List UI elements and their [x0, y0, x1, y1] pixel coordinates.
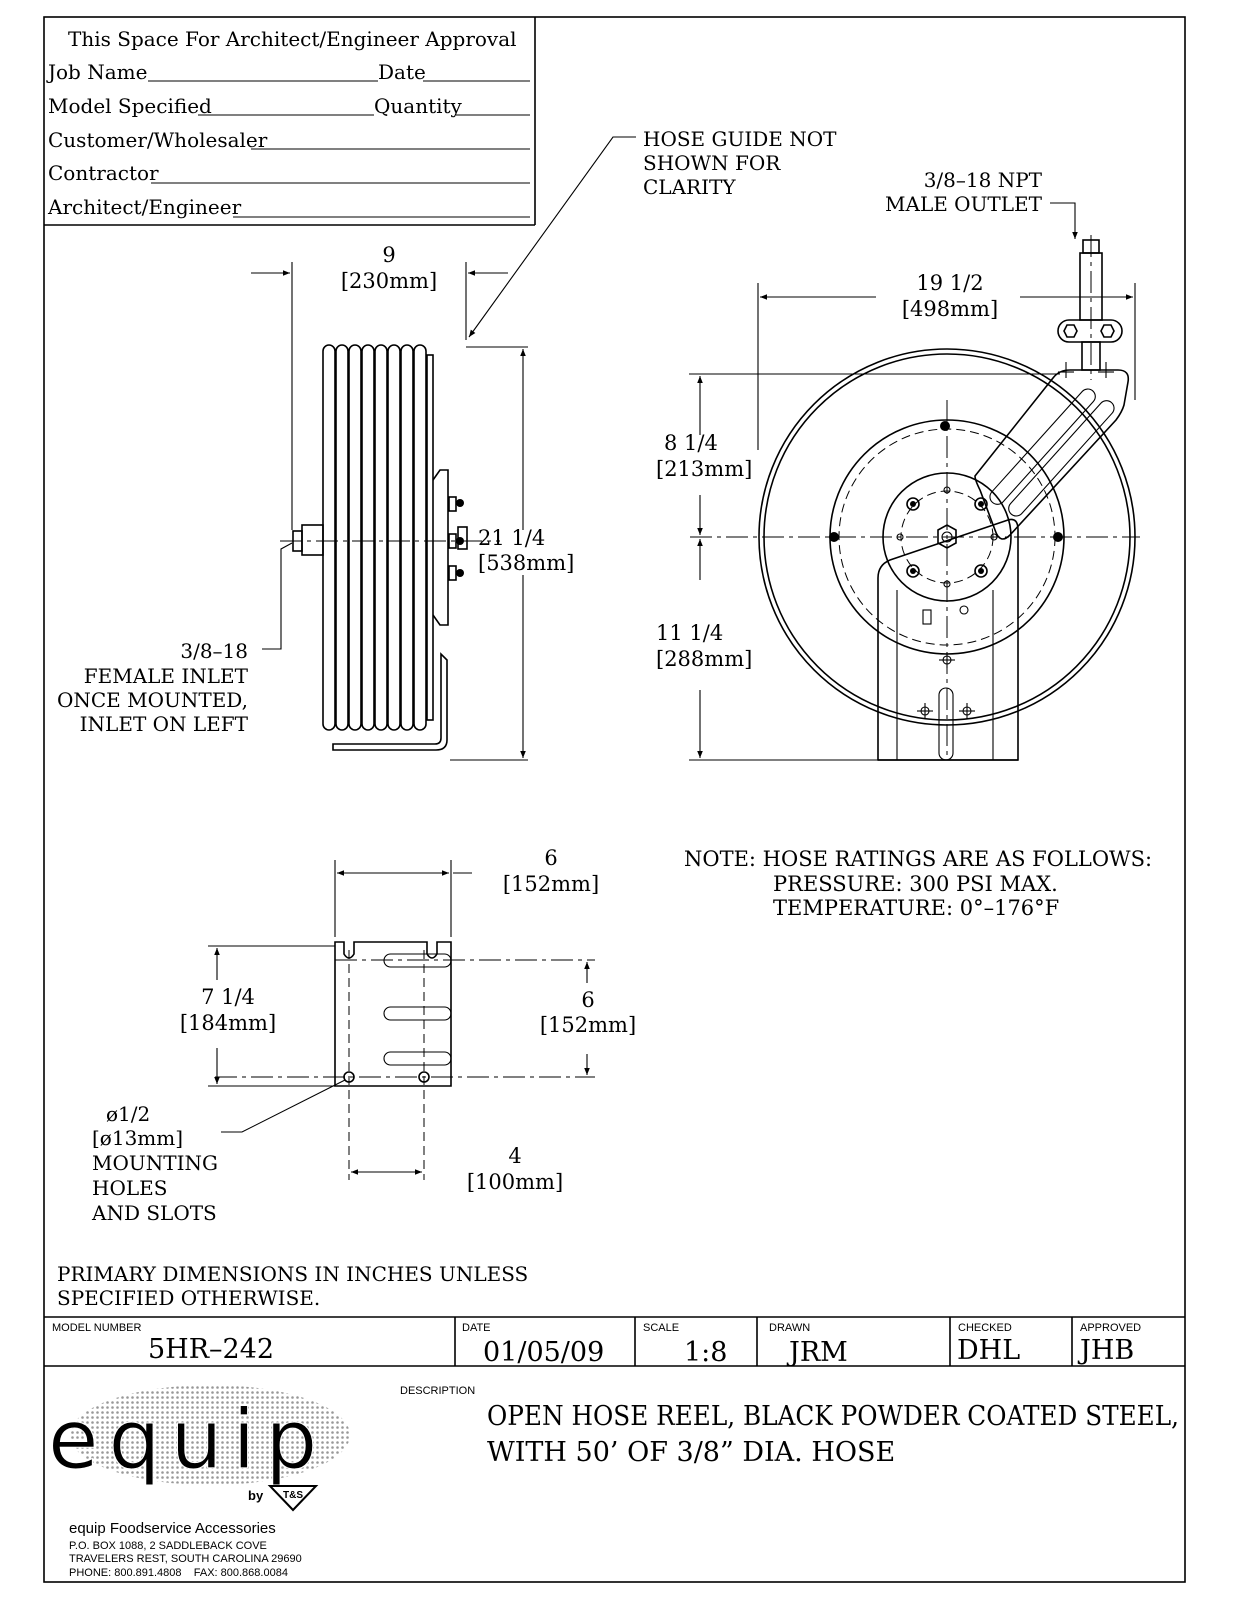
slot-dim-mm: [152mm] [540, 1013, 636, 1037]
drawn-value: JRM [786, 1337, 848, 1368]
outlet-note-line2: MALE OUTLET [885, 192, 1043, 216]
front-view: 3/8–18 NPT MALE OUTLET 19 1/2 [498mm] [656, 168, 1140, 761]
date-label: Date [378, 60, 426, 84]
side-width-dim: 9 [382, 243, 395, 267]
bracket-height-dim: 7 1/4 [201, 985, 255, 1009]
upper-dim-mm: [213mm] [656, 457, 752, 481]
upper-dim: 8 1/4 [664, 431, 718, 455]
checked-label: CHECKED [958, 1322, 1012, 1334]
logo-wordmark: equip [48, 1393, 327, 1488]
logo-by: by [248, 1488, 264, 1503]
model-specified-label: Model Specified [48, 94, 212, 118]
ratings-note-line2: PRESSURE: 300 PSI MAX. [773, 872, 1058, 896]
hole-spacing-dim-mm: [100mm] [467, 1170, 563, 1194]
holes-note-line3: MOUNTING [92, 1151, 218, 1175]
hole-spacing-dim: 4 [508, 1144, 521, 1168]
ts-logo-icon [267, 1485, 319, 1512]
company-logo: equip by T&S [48, 1385, 350, 1512]
units-note-line2: SPECIFIED OTHERWISE. [57, 1286, 320, 1310]
company-address2: TRAVELERS REST, SOUTH CAROLINA 29690 [69, 1553, 302, 1565]
model-number-label: MODEL NUMBER [52, 1322, 141, 1334]
stand-holes [917, 652, 975, 719]
contractor-label: Contractor [48, 161, 159, 185]
side-width-dim-mm: [230mm] [341, 269, 437, 293]
date-value: 01/05/09 [483, 1337, 604, 1368]
hose-coils [322, 344, 427, 731]
side-view: HOSE GUIDE NOT SHOWN FOR CLARITY 9 [230m… [57, 127, 837, 761]
inlet-note-line4: INLET ON LEFT [80, 712, 249, 736]
units-note-line1: PRIMARY DIMENSIONS IN INCHES UNLESS [57, 1262, 528, 1286]
approved-value: JHB [1077, 1335, 1134, 1366]
architect-label: Architect/Engineer [47, 195, 242, 219]
approved-label: APPROVED [1080, 1322, 1141, 1334]
hose-guide-note-line2: SHOWN FOR [643, 151, 781, 175]
inlet-note-line2: FEMALE INLET [84, 664, 249, 688]
holes-note-line2: [ø13mm] [92, 1126, 183, 1150]
holes-note-line1: ø1/2 [106, 1102, 150, 1126]
company-name: equip Foodservice Accessories [69, 1520, 276, 1537]
company-phone: PHONE: 800.891.4808 FAX: 800.868.0084 [69, 1567, 288, 1579]
side-height-dim-mm: [538mm] [478, 551, 574, 575]
drawn-label: DRAWN [769, 1322, 810, 1334]
sheet-border [43, 16, 1186, 1583]
hose-guide-note-line3: CLARITY [643, 175, 736, 199]
scale-value: 1:8 [684, 1337, 727, 1368]
quantity-label: Quantity [374, 94, 463, 118]
date-label-tb: DATE [462, 1322, 491, 1334]
description-line1: OPEN HOSE REEL, BLACK POWDER COATED STEE… [487, 1401, 1179, 1432]
bracket-width-dim-mm: [152mm] [503, 872, 599, 896]
inlet-note-line3: ONCE MOUNTED, [57, 688, 248, 712]
approval-box: This Space For Architect/Engineer Approv… [44, 17, 536, 226]
approval-heading: This Space For Architect/Engineer Approv… [68, 27, 517, 51]
scale-label: SCALE [643, 1322, 679, 1334]
customer-label: Customer/Wholesaler [48, 128, 268, 152]
checked-value: DHL [957, 1335, 1020, 1366]
holes-note-line5: AND SLOTS [91, 1201, 217, 1225]
lower-dim-mm: [288mm] [656, 647, 752, 671]
bracket-view: 6 [152mm] 7 1/4 [184mm] 6 [152mm] 4 [100… [91, 846, 636, 1225]
side-height-dim: 21 1/4 [478, 526, 545, 550]
bracket-width-dim: 6 [544, 846, 557, 870]
bracket-height-dim-mm: [184mm] [180, 1011, 276, 1035]
description-label: DESCRIPTION [400, 1385, 475, 1397]
front-width-dim: 19 1/2 [916, 271, 983, 295]
title-block: MODEL NUMBER 5HR–242 DATE 01/05/09 SCALE… [44, 1316, 1185, 1468]
inlet-note-line1: 3/8–18 [180, 639, 248, 663]
ratings-note-line3: TEMPERATURE: 0°–176°F [773, 896, 1059, 920]
lower-dim: 11 1/4 [656, 621, 723, 645]
outlet-note-line1: 3/8–18 NPT [924, 168, 1043, 192]
front-width-dim-mm: [498mm] [902, 297, 998, 321]
company-address1: P.O. BOX 1088, 2 SADDLEBACK COVE [69, 1540, 267, 1552]
slot-dim: 6 [581, 988, 594, 1012]
model-number: 5HR–242 [148, 1334, 274, 1365]
job-name-label: Job Name [46, 60, 147, 84]
holes-note-line4: HOLES [92, 1176, 167, 1200]
logo-mark: T&S [283, 1490, 303, 1501]
description-line2: WITH 50’ OF 3/8” DIA. HOSE [487, 1437, 895, 1468]
hose-guide-note-line1: HOSE GUIDE NOT [643, 127, 837, 151]
ratings-note-line1: NOTE: HOSE RATINGS ARE AS FOLLOWS: [684, 847, 1152, 871]
ratings-note: NOTE: HOSE RATINGS ARE AS FOLLOWS: PRESS… [684, 847, 1152, 920]
